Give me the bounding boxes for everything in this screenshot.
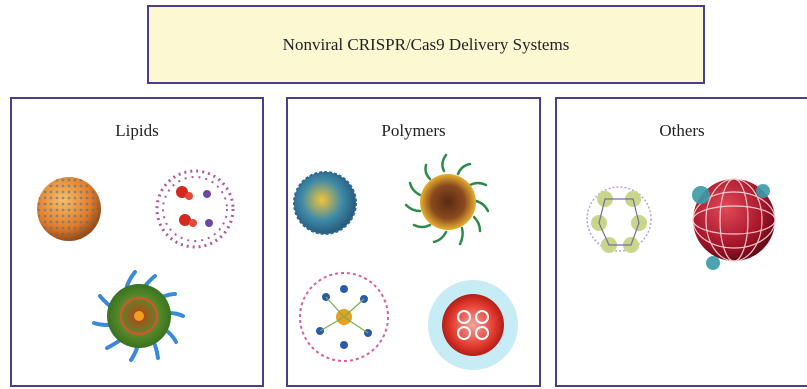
polymer-nanocapsule-image [300,273,388,361]
panel-others: Others [555,97,807,387]
lipid-coated-core [107,284,171,348]
micelle-core [420,174,476,230]
title-box: Nonviral CRISPR/Cas9 Delivery Systems [147,5,705,84]
others-illustrations [557,99,807,389]
polymer-coated-particle-image [428,280,518,370]
panel-lipids: Lipids [10,97,264,387]
diagram-title: Nonviral CRISPR/Cas9 Delivery Systems [283,35,570,55]
polymers-illustrations [288,99,543,389]
framework-structure-image [587,187,651,253]
lipid-nanoparticle-image [37,177,101,241]
lipids-illustrations [12,99,266,389]
panel-polymers: Polymers [286,97,541,387]
liposome-image [157,171,233,247]
nanocage-image [692,179,775,270]
polyplex-image [294,172,356,234]
